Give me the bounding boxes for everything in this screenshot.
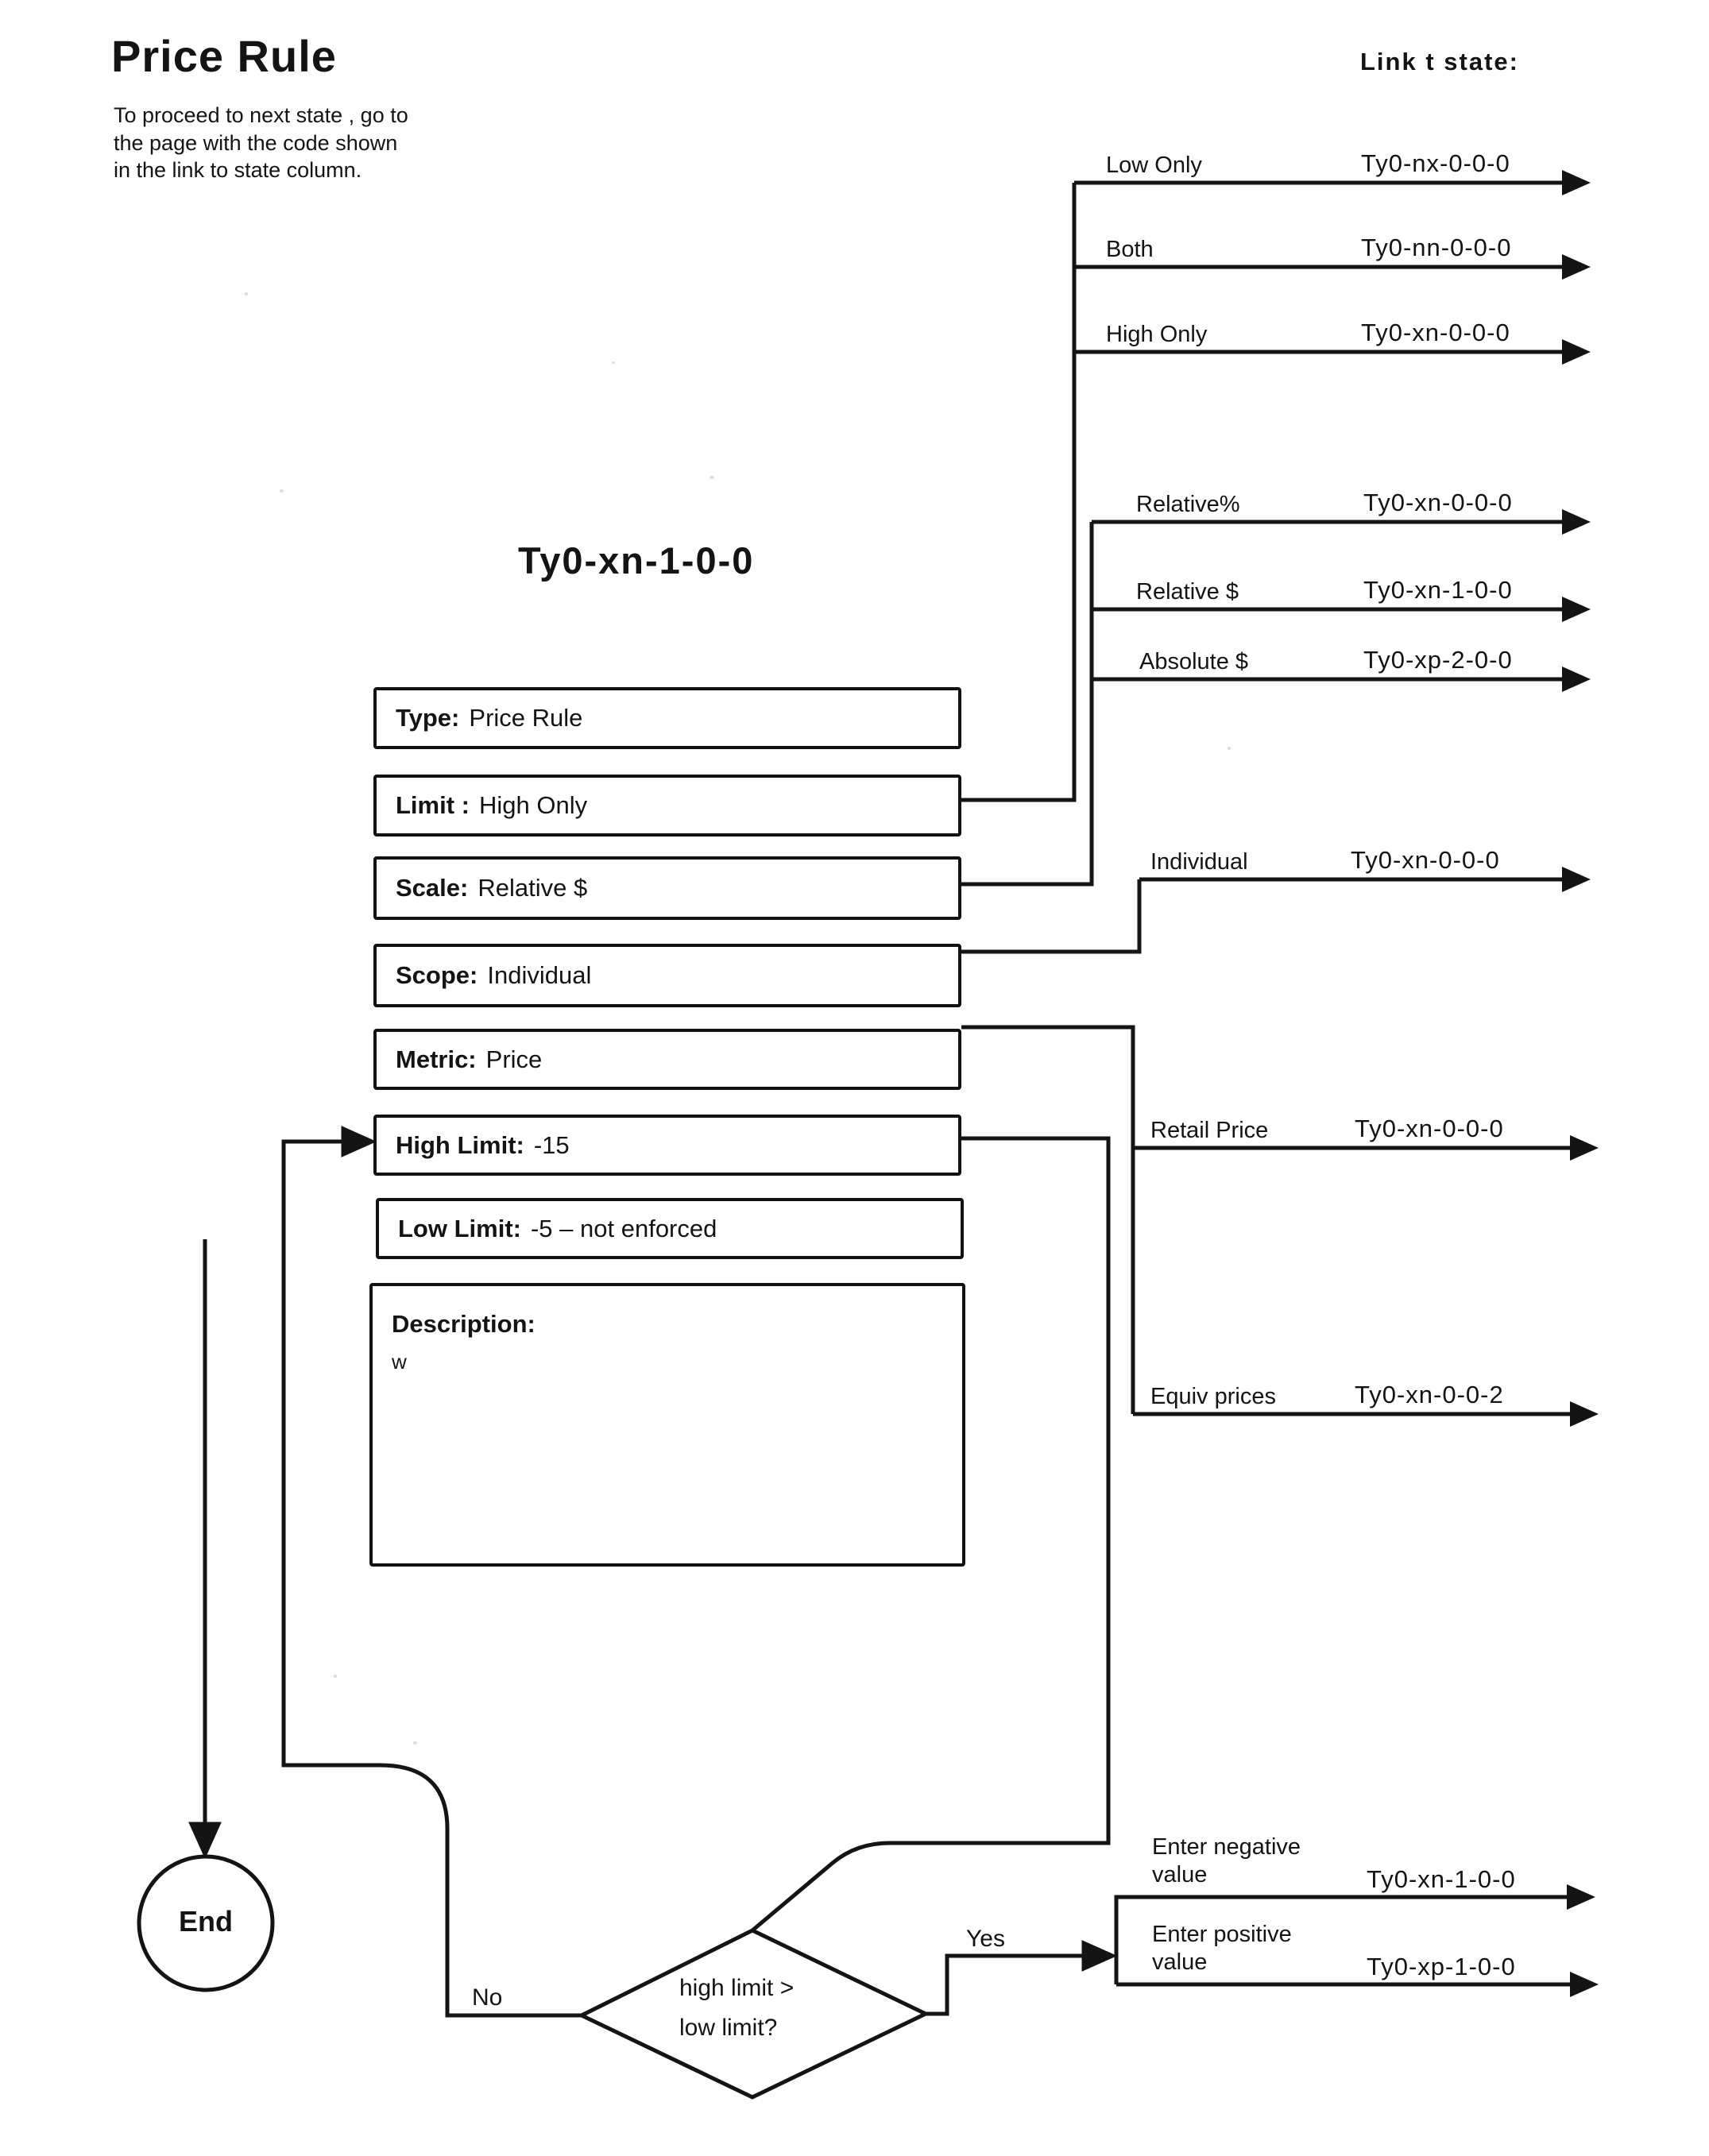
field-type-value: Price Rule <box>469 704 583 732</box>
end-circle <box>137 1854 275 1992</box>
field-scope-label: Scope: <box>396 961 478 989</box>
scan-speck <box>710 476 714 479</box>
link-label-low-only[interactable]: Low Only <box>1106 153 1202 178</box>
arrowhead-individual <box>1562 867 1591 892</box>
scan-speck <box>413 1741 417 1745</box>
link-to-state-column-header: Link t state: <box>1360 48 1519 75</box>
scan-speck <box>1228 747 1231 750</box>
link-label-both[interactable]: Both <box>1106 237 1154 262</box>
field-description-label: Description: <box>392 1310 536 1338</box>
link-arrowheads <box>1562 170 1599 1997</box>
arrowhead-retail-price <box>1570 1135 1599 1161</box>
scan-speck <box>612 361 615 364</box>
link-code-absolute-dollar[interactable]: Ty0-xp-2-0-0 <box>1363 646 1513 674</box>
link-label-high-only[interactable]: High Only <box>1106 322 1208 347</box>
high-limit-to-decision-line <box>751 1136 1111 1932</box>
scan-speck <box>334 1675 337 1678</box>
yes-branch-label: Yes <box>966 1926 1005 1952</box>
page-subtitle: To proceed to next state , go to the pag… <box>114 103 408 183</box>
arrowhead-both <box>1562 254 1591 280</box>
link-code-relative-pct[interactable]: Ty0-xn-0-0-0 <box>1363 489 1513 516</box>
field-metric-label: Metric: <box>396 1045 477 1073</box>
field-type-label: Type: <box>396 704 460 732</box>
page-title: Price Rule <box>111 31 337 81</box>
link-code-enter-positive-value[interactable]: Ty0-xp-1-0-0 <box>1367 1953 1516 1980</box>
field-high-limit-value: -15 <box>533 1130 570 1159</box>
scale-connector-line <box>961 522 1094 887</box>
field-scope-value: Individual <box>487 961 592 989</box>
decision-diamond <box>577 1928 930 2100</box>
arrowhead-equiv-prices <box>1570 1401 1599 1427</box>
loop-arrowhead-into-high-limit <box>341 1126 377 1157</box>
scan-speck <box>280 489 284 493</box>
field-high-limit: High Limit: -15 <box>373 1115 961 1176</box>
no-branch-label: No <box>472 1984 503 2011</box>
field-scope: Scope: Individual <box>373 944 961 1007</box>
end-terminal-label: End <box>179 1905 233 1938</box>
arrowhead-enter-positive <box>1570 1972 1599 1997</box>
arrowhead-high-only <box>1562 339 1591 365</box>
enter-value-bracket-line <box>1114 1895 1570 1987</box>
link-label-individual[interactable]: Individual <box>1150 849 1248 875</box>
decision-question: high limit > low limit? <box>679 1975 795 2041</box>
field-low-limit-value: -5 – not enforced <box>530 1214 717 1242</box>
field-scale-label: Scale: <box>396 874 469 902</box>
link-label-equiv-prices[interactable]: Equiv prices <box>1150 1384 1276 1409</box>
link-code-enter-negative-value[interactable]: Ty0-xn-1-0-0 <box>1367 1865 1516 1893</box>
link-code-equiv-prices[interactable]: Ty0-xn-0-0-2 <box>1355 1381 1504 1408</box>
metric-connector-line <box>961 1025 1135 1414</box>
link-code-both[interactable]: Ty0-nn-0-0-0 <box>1361 234 1512 261</box>
arrowhead-enter-negative <box>1567 1884 1595 1910</box>
scan-speck <box>245 292 248 296</box>
field-type: Type: Price Rule <box>373 687 961 749</box>
link-code-low-only[interactable]: Ty0-nx-0-0-0 <box>1361 149 1510 177</box>
no-loop-line <box>281 1139 582 2018</box>
link-label-retail-price[interactable]: Retail Price <box>1150 1118 1269 1143</box>
arrowhead-relative-pct <box>1562 509 1591 535</box>
arrowhead-absolute-dollar <box>1562 667 1591 692</box>
link-label-relative-dollar[interactable]: Relative $ <box>1136 579 1239 605</box>
field-low-limit-label: Low Limit: <box>398 1214 521 1242</box>
field-high-limit-label: High Limit: <box>396 1130 524 1159</box>
field-scale-value: Relative $ <box>478 874 588 902</box>
field-metric-value: Price <box>485 1045 543 1073</box>
field-metric: Metric: Price <box>373 1029 961 1090</box>
yes-branch-line <box>926 1953 1084 2016</box>
link-code-relative-dollar[interactable]: Ty0-xn-1-0-0 <box>1363 576 1513 604</box>
end-arrowhead <box>188 1822 222 1860</box>
link-label-relative-pct[interactable]: Relative% <box>1136 492 1240 517</box>
field-limit-value: High Only <box>479 791 588 819</box>
scope-connector-line <box>961 879 1142 954</box>
link-code-high-only[interactable]: Ty0-xn-0-0-0 <box>1361 319 1510 346</box>
field-scale: Scale: Relative $ <box>373 856 961 920</box>
field-low-limit: Low Limit: -5 – not enforced <box>376 1198 964 1259</box>
field-description: Description: w <box>369 1283 965 1567</box>
yes-arrowhead <box>1081 1940 1118 1972</box>
field-description-value: w <box>392 1350 407 1374</box>
link-code-individual[interactable]: Ty0-xn-0-0-0 <box>1351 846 1500 874</box>
field-limit-label: Limit : <box>396 791 470 819</box>
link-label-absolute-dollar[interactable]: Absolute $ <box>1139 649 1249 674</box>
link-label-enter-positive-value[interactable]: Enter positive value <box>1152 1922 1292 1976</box>
current-state-title: Ty0-xn-1-0-0 <box>518 539 755 582</box>
arrowhead-low-only <box>1562 170 1591 195</box>
arrowhead-relative-dollar <box>1562 597 1591 622</box>
link-code-retail-price[interactable]: Ty0-xn-0-0-0 <box>1355 1115 1504 1142</box>
limit-connector-line <box>961 183 1077 802</box>
link-label-enter-negative-value[interactable]: Enter negative value <box>1152 1834 1301 1888</box>
field-limit: Limit : High Only <box>373 775 961 837</box>
